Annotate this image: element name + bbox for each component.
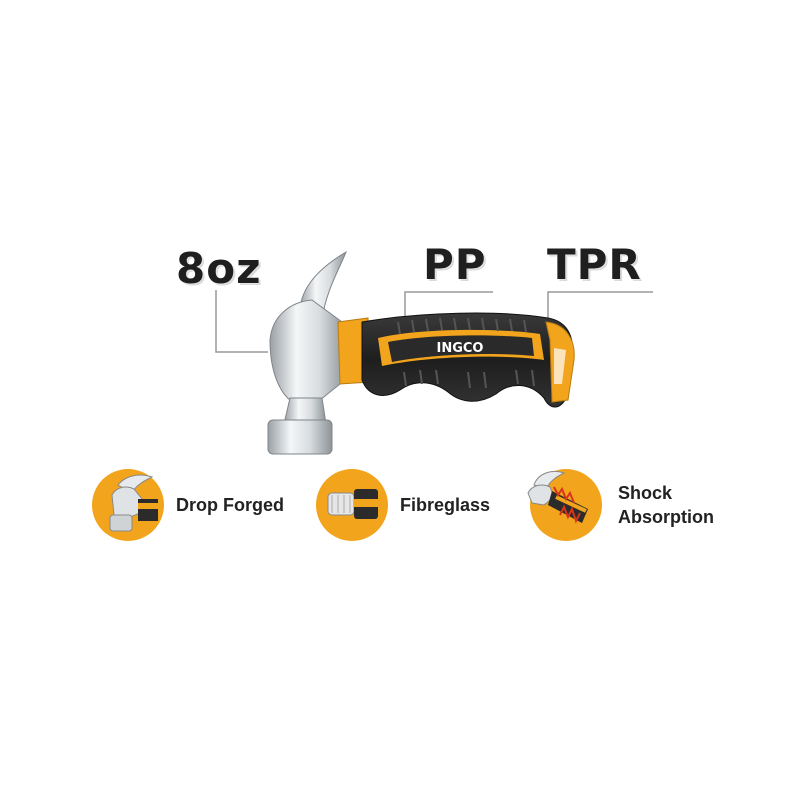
spec-pp-label: PP bbox=[423, 240, 487, 289]
feature-shock-label-line2: Absorption bbox=[618, 507, 714, 527]
spec-weight-label: 8oz bbox=[176, 244, 262, 293]
feature-fibreglass-label: Fibreglass bbox=[400, 494, 491, 515]
feature-shock-absorption-label: Shock Absorption bbox=[618, 481, 714, 530]
brand-logo: INGCO bbox=[437, 341, 484, 356]
spec-tpr-label: TPR bbox=[547, 240, 642, 289]
feature-shock-label-line1: Shock bbox=[618, 482, 673, 503]
hammer-head-icon bbox=[92, 469, 164, 541]
shock-absorption-icon bbox=[527, 469, 602, 541]
hammer-face bbox=[267, 419, 333, 455]
feature-fibreglass: Fibreglass bbox=[316, 469, 490, 541]
feature-shock-absorption: Shock Absorption bbox=[527, 469, 714, 541]
feature-drop-forged-label: Drop Forged bbox=[176, 494, 284, 515]
feature-drop-forged: Drop Forged bbox=[92, 469, 284, 541]
fibreglass-handle-icon bbox=[316, 469, 388, 541]
hammer-head bbox=[269, 299, 347, 405]
